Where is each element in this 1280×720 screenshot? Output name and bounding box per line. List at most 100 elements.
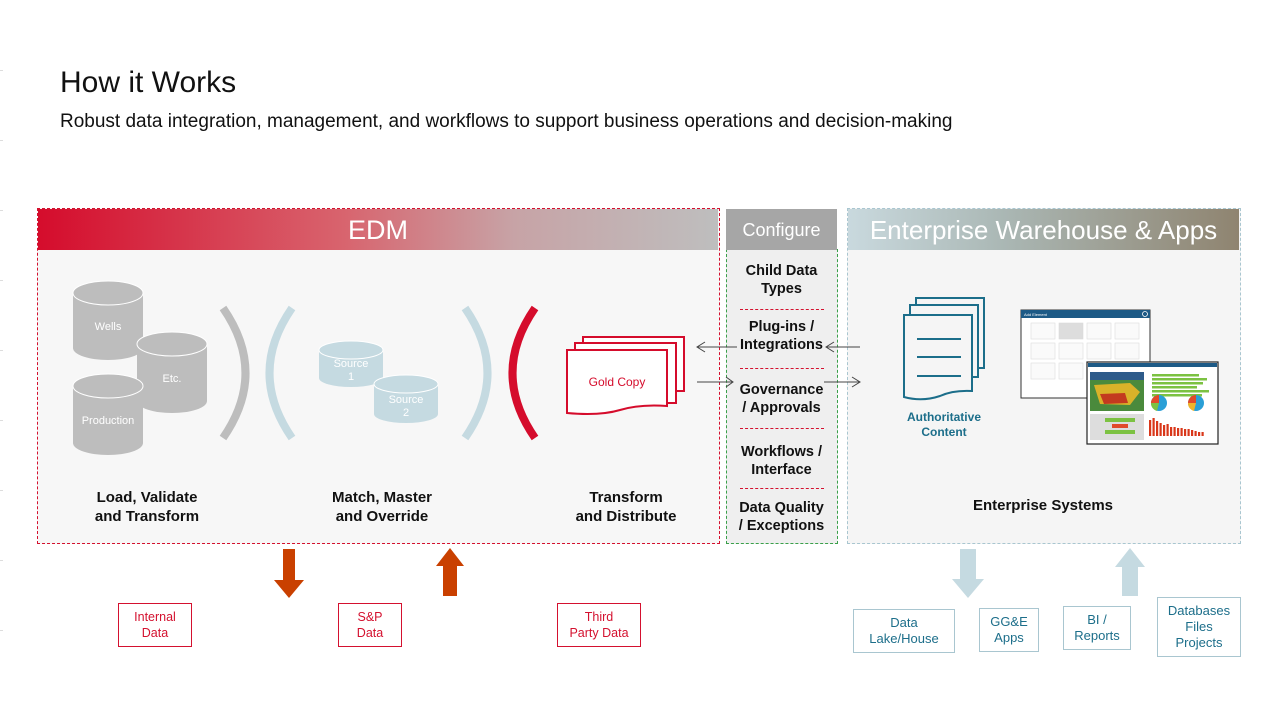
configure-header: Configure <box>726 209 837 250</box>
arrow-left-head-icon <box>825 341 835 353</box>
configure-divider <box>740 428 824 429</box>
stage-label-line: and Override <box>335 508 429 525</box>
database-label: Etc. <box>163 373 182 385</box>
gold-copy-document-icon: Gold Copy <box>566 336 685 415</box>
edge-tick <box>0 490 3 491</box>
edge-tick <box>0 140 3 141</box>
arrow-down-icon <box>274 549 304 598</box>
enterprise-header: Enterprise Warehouse & Apps <box>848 209 1239 250</box>
configure-item-data-quality: Data Quality / Exceptions <box>726 499 837 535</box>
configure-divider <box>740 488 824 489</box>
label-line: BI / <box>1087 612 1107 627</box>
label-line: Databases <box>1167 603 1231 618</box>
database-label: Source <box>389 394 424 406</box>
database-icon-wells: Wells <box>72 280 144 360</box>
label-line: GG&E <box>990 614 1028 629</box>
output-bi-reports: BI /Reports <box>1063 606 1131 650</box>
close-icon <box>1142 311 1148 317</box>
edge-tick <box>0 630 3 631</box>
configure-item-workflows: Workflows / Interface <box>726 443 837 479</box>
database-icon-source-2: Source 2 <box>373 374 439 423</box>
enterprise-systems-label: Enterprise Systems <box>972 497 1114 514</box>
column-chart-thumbnail <box>1149 418 1204 436</box>
configure-divider <box>740 368 824 369</box>
arrow-down-icon <box>952 549 984 598</box>
label-line: Data <box>141 626 169 640</box>
bar-chart-thumbnail <box>1152 374 1209 397</box>
configure-item-child-data-types: Child Data Types <box>726 262 837 298</box>
arrow-right-head-icon <box>851 376 861 388</box>
gold-copy-label: Gold Copy <box>589 375 646 389</box>
edge-tick <box>0 280 3 281</box>
stage-label-line: Match, Master <box>331 489 433 506</box>
configure-panel <box>726 249 838 544</box>
stage-label-load: Load, Validate and Transform <box>62 488 232 526</box>
stage-label-transform: Transform and Distribute <box>541 488 711 526</box>
stage-label-line: Transform <box>589 489 663 506</box>
dashboard-thumbnail <box>1086 361 1219 445</box>
stage-label-line: Load, Validate <box>96 489 198 506</box>
label-line: Reports <box>1074 628 1120 643</box>
stage-label-line: and Transform <box>94 508 200 525</box>
stage-separator-close <box>219 305 250 441</box>
stage-label-line: and Distribute <box>575 508 677 525</box>
edge-tick <box>0 420 3 421</box>
arrow-up-icon <box>436 548 464 596</box>
database-label: 2 <box>403 407 409 419</box>
label-line: Files <box>1185 619 1213 634</box>
label-line: Lake/House <box>869 631 939 646</box>
arrow-left-head-icon <box>696 341 706 353</box>
database-icon-source-1: Source 1 <box>318 340 384 387</box>
database-icon-etc: Etc. <box>136 331 208 413</box>
label-line: Internal <box>134 610 176 624</box>
configure-item-line: Data Quality <box>739 500 824 516</box>
database-icon-production: Production <box>72 373 144 455</box>
stage-separator-open <box>508 305 539 441</box>
arrow-right-head-icon <box>725 376 734 388</box>
data-source-sp: S&P Data <box>338 603 402 647</box>
label-line: Third <box>584 610 614 624</box>
label-line: Projects <box>1175 635 1223 650</box>
configure-item-governance: Governance / Approvals <box>726 381 837 417</box>
authoritative-content-document-icon <box>903 297 985 401</box>
edge-tick <box>0 210 3 211</box>
stage-separator-close <box>461 305 492 441</box>
configure-divider <box>740 309 824 310</box>
database-label: 1 <box>348 371 354 383</box>
stage-label-match: Match, Master and Override <box>297 488 467 526</box>
configure-item-line: / Exceptions <box>738 518 825 534</box>
edge-tick <box>0 560 3 561</box>
label-line: Authoritative <box>906 410 981 424</box>
configure-item-line: Integrations <box>740 337 823 353</box>
label-line: Party Data <box>569 626 629 640</box>
configure-item-line: Interface <box>751 462 812 478</box>
configure-item-line: Plug-ins / <box>748 319 815 335</box>
label-line: Content <box>921 425 967 439</box>
label-line: Apps <box>994 630 1024 645</box>
configure-item-plugins: Plug-ins / Integrations <box>726 318 837 354</box>
edm-header: EDM <box>38 209 718 250</box>
database-label: Wells <box>95 321 122 333</box>
configure-item-line: / Approvals <box>742 400 821 416</box>
label-line: S&P <box>357 610 383 624</box>
label-line: Data <box>356 626 384 640</box>
dialog-title: Add Element <box>1024 312 1048 317</box>
configure-item-line: Types <box>761 281 802 297</box>
page-subtitle: Robust data integration, management, and… <box>60 111 953 132</box>
edge-tick <box>0 350 3 351</box>
configure-item-line: Child Data <box>745 263 818 279</box>
authoritative-content-label: Authoritative Content <box>884 410 1004 440</box>
database-label: Production <box>82 415 135 427</box>
label-line: Data <box>890 615 918 630</box>
connector-arrows <box>696 341 861 388</box>
arrow-up-icon <box>1115 548 1145 596</box>
page-title: How it Works <box>60 66 237 99</box>
stage-separator-open <box>265 305 296 441</box>
database-label: Source <box>334 358 369 370</box>
configure-item-line: Governance <box>739 382 824 398</box>
